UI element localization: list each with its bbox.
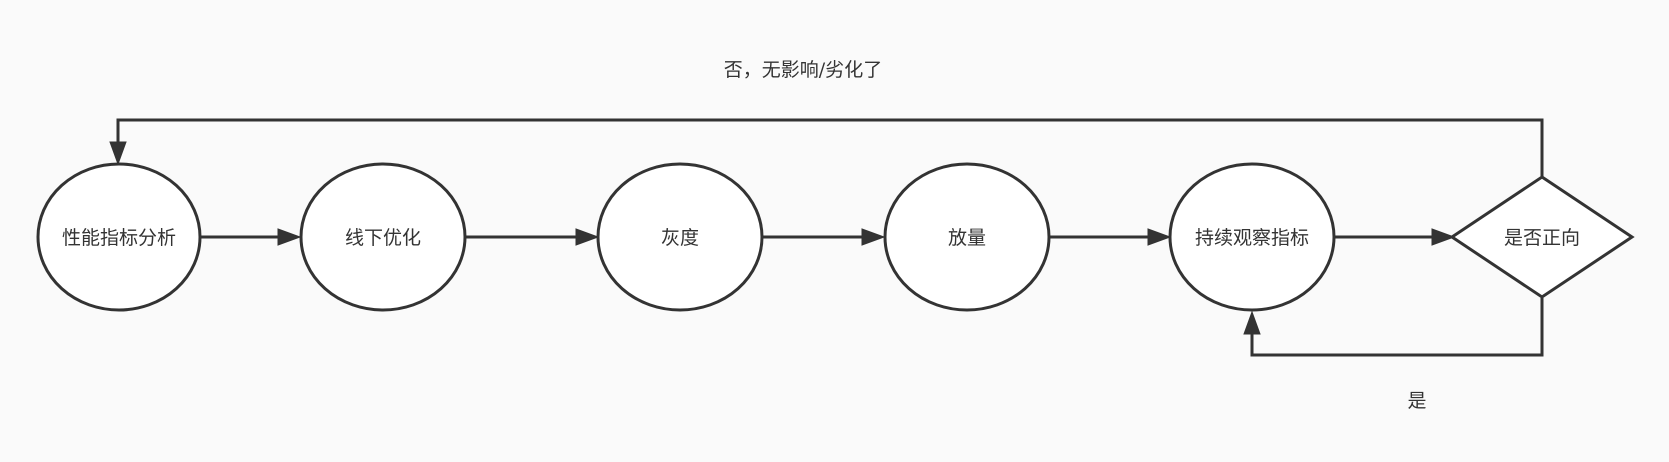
node-observe-label: 持续观察指标 [1195, 227, 1309, 249]
node-decision-shape [1449, 175, 1635, 299]
node-decision[interactable]: 是否正向 [1449, 175, 1635, 299]
node-observe-shape [1168, 162, 1336, 312]
arrow-head-release [861, 228, 886, 246]
node-analyze-label: 性能指标分析 [62, 227, 176, 249]
arrow-head-observe [1243, 310, 1261, 335]
edge-decision-to-observe [1250, 298, 1544, 357]
node-analyze-shape [36, 162, 202, 312]
node-gray-shape [596, 162, 764, 312]
node-observe[interactable]: 持续观察指标 [1168, 162, 1336, 312]
edge-label-no: 否，无影响/劣化了 [724, 59, 882, 81]
edge-decision-to-analyze [116, 118, 1544, 177]
node-offline-label: 线下优化 [345, 227, 421, 249]
node-decision-label: 是否正向 [1504, 227, 1580, 249]
node-offline-shape [299, 162, 467, 312]
node-offline[interactable]: 线下优化 [299, 162, 467, 312]
arrow-head-analyze [109, 141, 127, 166]
node-release-label: 放量 [948, 227, 986, 249]
node-release-shape [883, 162, 1051, 312]
edge-label-yes: 是 [1407, 390, 1426, 412]
node-analyze[interactable]: 性能指标分析 [36, 162, 202, 312]
arrow-head-decision [1431, 228, 1456, 246]
arrow-head-gray [575, 228, 600, 246]
node-gray[interactable]: 灰度 [596, 162, 764, 312]
node-gray-label: 灰度 [661, 227, 699, 249]
arrow-head-offline [277, 228, 302, 246]
arrow-head-observe-forward [1147, 228, 1172, 246]
node-release[interactable]: 放量 [883, 162, 1051, 312]
